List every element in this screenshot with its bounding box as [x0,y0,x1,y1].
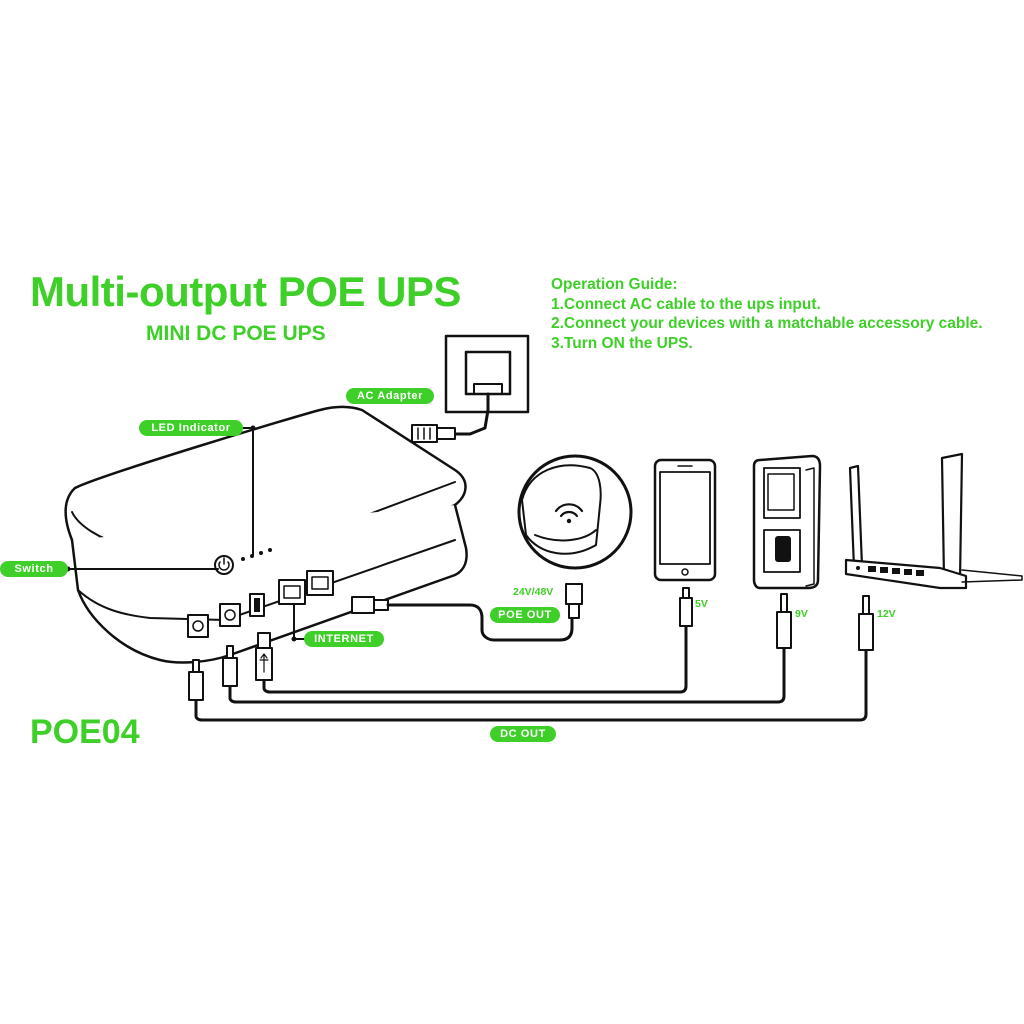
wall-outlet-icon [444,334,530,436]
usb-plug-icon [679,597,693,627]
model-number: POE04 [30,713,140,751]
dc-cables [194,624,868,722]
dc-port-icon [187,614,209,638]
dc-plug-icon [858,613,874,651]
ip-camera-icon [517,454,633,570]
dc-out-label: DC OUT [490,726,556,742]
page-title: Multi-output POE UPS [30,268,461,315]
operation-guide: Operation Guide: 1.Connect AC cable to t… [551,275,983,353]
led-indicator-label: LED Indicator [139,420,243,436]
switch-label: Switch [0,561,68,577]
poe-cable [351,583,583,642]
voltage-9v-label: 9V [795,608,808,620]
voltage-12v-label: 12V [877,608,896,620]
fingerprint-terminal-icon [752,454,822,590]
poe-voltage-label: 24V/48V [513,586,554,598]
router-icon [844,452,1023,590]
voltage-5v-label: 5V [695,598,708,610]
guide-step: 3.Turn ON the UPS. [551,334,693,352]
ups-unit [64,405,468,664]
page-subtitle: MINI DC POE UPS [146,322,326,345]
smartphone-icon [653,458,717,582]
ethernet-port-icon [278,570,334,605]
guide-step: 2.Connect your devices with a matchable … [551,315,983,333]
ac-plug-icon [411,424,456,443]
ac-adapter-label: AC Adapter [346,388,434,404]
dc-port-icon [219,603,241,627]
usb-plug-icon [255,632,273,681]
power-switch-icon [214,555,234,575]
dc-plug-icon [188,645,238,701]
dc-plug-icon [776,611,792,649]
poe-out-label: POE OUT [490,607,560,623]
guide-heading: Operation Guide: [551,276,678,293]
internet-label: INTERNET [304,631,384,647]
guide-step: 1.Connect AC cable to the ups input. [551,295,821,313]
